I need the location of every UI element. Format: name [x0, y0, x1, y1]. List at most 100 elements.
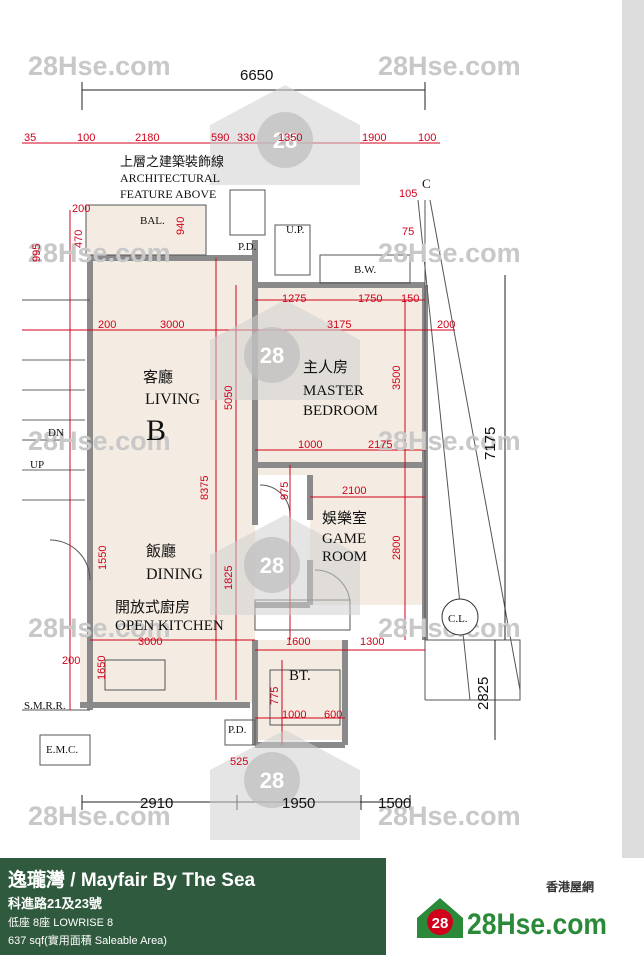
- pd2-label: P.D.: [228, 724, 247, 736]
- dim-i27: 975: [279, 482, 291, 500]
- dim-i44: 775: [269, 687, 281, 705]
- dim-top-8: 100: [418, 132, 436, 144]
- dim-i36: 3000: [138, 636, 162, 648]
- dim-top-6: 1350: [278, 132, 302, 144]
- kitchen-label-cn: 開放式廚房: [115, 598, 190, 616]
- watermark-1: 28Hse.com: [28, 51, 171, 81]
- up-label: UP: [30, 459, 44, 471]
- watermark-2: 28Hse.com: [378, 51, 521, 81]
- master-label-en1: MASTER: [303, 383, 364, 399]
- watermark-badges: 28 28 28 28: [210, 85, 360, 840]
- dim-bottom-2: 1950: [282, 795, 315, 812]
- dim-i24: 1000: [298, 439, 322, 451]
- dim-i2: 940: [175, 217, 187, 235]
- dim-top-3: 2180: [135, 132, 159, 144]
- emc-label: E.M.C.: [46, 744, 78, 756]
- feature-label-en1: ARCHITECTURAL: [120, 171, 220, 185]
- watermark-10: 28Hse.com: [378, 801, 521, 831]
- dn-label: DN: [48, 427, 64, 439]
- watermark-4: 28Hse.com: [378, 238, 521, 268]
- property-area: 637 sqf(實用面積 Saleable Area): [8, 935, 167, 947]
- floor-plan: 28 28 28 28 28Hse.com 28Hse.com 28Hse.co…: [22, 51, 521, 840]
- brand-logo[interactable]: 28 28Hse.com: [415, 890, 615, 940]
- living-label-cn: 客廳: [143, 368, 173, 386]
- dim-i25: 2175: [368, 439, 392, 451]
- dim-i16: 3000: [160, 319, 184, 331]
- badge-1: 28: [273, 128, 297, 153]
- game-label-cn: 娛樂室: [322, 510, 367, 527]
- dim-top-2: 100: [77, 132, 95, 144]
- dim-i15: 200: [98, 319, 116, 331]
- property-block: 低座 8座 LOWRISE 8: [8, 917, 114, 929]
- dim-i51: 525: [230, 756, 248, 768]
- dim-bottom-3: 1500: [378, 795, 411, 812]
- living-label-en: LIVING: [145, 391, 201, 408]
- dim-i18: 3175: [327, 319, 351, 331]
- badge-2: 28: [260, 343, 284, 368]
- dim-top-4: 590: [211, 132, 229, 144]
- bw-label: B.W.: [354, 264, 376, 276]
- dim-i12: 1275: [282, 293, 306, 305]
- unit-letter: B: [146, 414, 166, 447]
- up-duct-label: U.P.: [286, 224, 305, 236]
- watermark-9: 28Hse.com: [28, 801, 171, 831]
- dim-top-1: 35: [24, 132, 36, 144]
- watermark-5: 28Hse.com: [28, 426, 171, 456]
- bathroom-label: BT.: [289, 668, 311, 684]
- dim-i31: 1825: [223, 566, 235, 590]
- dim-i0: 200: [72, 203, 90, 215]
- dim-top-total: 6650: [240, 67, 273, 84]
- dim-i33: 1550: [97, 546, 109, 570]
- dim-i1: 470: [73, 230, 85, 248]
- property-address: 科進路21及23號: [8, 896, 102, 911]
- dim-i42: 1650: [96, 656, 108, 680]
- dim-top-7: 1900: [362, 132, 386, 144]
- right-margin: [622, 0, 644, 858]
- dim-i21: 5050: [223, 386, 235, 410]
- feature-label-en2: FEATURE ABOVE: [120, 187, 216, 201]
- badge-3: 28: [260, 553, 284, 578]
- brand-name-cn: 香港屋網: [546, 880, 595, 894]
- property-info-panel: 逸瓏灣 / Mayfair By The Sea 科進路21及23號 低座 8座…: [0, 858, 386, 955]
- dim-side-2825: 2825: [475, 677, 492, 710]
- footer: 逸瓏灣 / Mayfair By The Sea 科進路21及23號 低座 8座…: [0, 858, 644, 955]
- side-dimension-labels: 7175 2825: [475, 427, 499, 710]
- badge-4: 28: [260, 768, 284, 793]
- left-margin: [0, 0, 22, 858]
- dim-i7: 75: [402, 226, 414, 238]
- dim-top-5: 330: [237, 132, 255, 144]
- fixture-labels: 上層之建築裝飾線 ARCHITECTURAL FEATURE ABOVE BAL…: [24, 154, 431, 756]
- watermark-6: 28Hse.com: [378, 426, 521, 456]
- outer-dimension-labels: 6650 2910 1950 1500: [140, 67, 411, 812]
- watermark-3: 28Hse.com: [28, 238, 171, 268]
- dining-label-cn: 飯廳: [146, 542, 176, 560]
- dim-i19: 200: [437, 319, 455, 331]
- dim-i49: 600: [324, 709, 342, 721]
- dim-i32: 2800: [391, 536, 403, 560]
- dim-i29: 2100: [342, 485, 366, 497]
- cl-circle-label: C.L.: [448, 613, 468, 625]
- dim-side-7175: 7175: [482, 427, 499, 460]
- property-title: 逸瓏灣 / Mayfair By The Sea: [8, 870, 256, 891]
- cl-circle: C.L.: [441, 598, 479, 636]
- balcony-label: BAL.: [140, 215, 165, 227]
- brand-logo-text: 28Hse.com: [467, 908, 607, 940]
- dim-i48: 1000: [282, 709, 306, 721]
- watermarks: 28Hse.com 28Hse.com 28Hse.com 28Hse.com …: [28, 51, 521, 831]
- dim-i38: 1600: [286, 636, 310, 648]
- room-labels: 客廳 LIVING B 主人房 MASTER BEDROOM 娛樂室 GAME …: [115, 359, 378, 634]
- dim-i3: 105: [399, 188, 417, 200]
- interior-dimension-labels: 200 105 75 1275 1750 150 200 3000 3175 2…: [31, 188, 455, 768]
- dim-i40: 1300: [360, 636, 384, 648]
- staircase: [22, 329, 85, 501]
- dim-i30: 8375: [199, 476, 211, 500]
- kitchen-label-en: OPEN KITCHEN: [115, 618, 224, 634]
- pd-label: P.D.: [238, 241, 257, 253]
- dim-bottom-1: 2910: [140, 795, 173, 812]
- dim-i13: 1750: [358, 293, 382, 305]
- dim-i41: 200: [62, 655, 80, 667]
- game-label-en1: GAME: [322, 531, 366, 547]
- smrr-label: S.M.R.R.: [24, 700, 66, 712]
- watermark-7: 28Hse.com: [28, 613, 171, 643]
- dim-i4: 995: [31, 244, 43, 262]
